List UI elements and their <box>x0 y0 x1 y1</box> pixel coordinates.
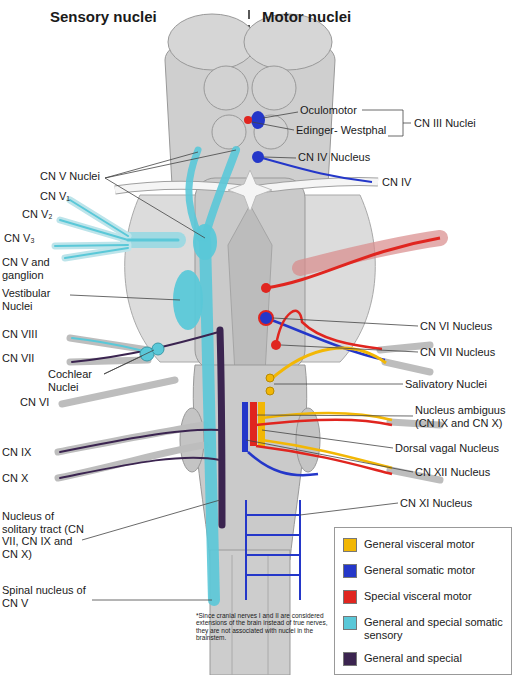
olive <box>296 408 320 472</box>
trigeminal-nerve <box>55 200 178 258</box>
vagus-glossopharyngeal-fibers <box>248 413 392 475</box>
oculomotor-nucleus <box>251 111 265 129</box>
nucleus-label: Cochlear Nuclei <box>48 368 104 393</box>
trigeminal-motor-fiber <box>266 238 440 288</box>
nerve-label: CN V and ganglion <box>2 256 72 281</box>
salivatory-nucleus <box>266 374 274 382</box>
legend-swatch <box>343 616 357 630</box>
nerve-label: CN IV <box>382 176 411 189</box>
legend-item: General somatic motor <box>343 564 505 578</box>
nerve-label: CN X <box>2 472 28 485</box>
salivatory-nucleus <box>266 387 274 395</box>
nucleus-label: CN XI Nucleus <box>400 497 472 510</box>
legend-item: Special visceral motor <box>343 590 505 604</box>
decussation <box>228 170 272 212</box>
legend-item: General visceral motor <box>343 538 505 552</box>
legend-text: General somatic motor <box>364 564 475 577</box>
legend-text: General and special <box>364 652 462 665</box>
nucleus-label: Dorsal vagal Nucleus <box>395 442 499 455</box>
nucleus-label: Nucleus of solitary tract (CN VII, CN IX… <box>2 510 84 561</box>
nerve-label: CN V₂ <box>22 208 53 221</box>
nerve-label: CN VI <box>20 396 49 409</box>
hypoglossal-nucleus <box>242 402 248 452</box>
trigeminal-motor-nucleus <box>261 283 271 293</box>
nucleus-label: Nucleus ambiguus (CN IX and CN X) <box>415 404 511 429</box>
nucleus-label: CN VI Nucleus <box>420 320 492 333</box>
legend-swatch <box>343 652 357 666</box>
legend-swatch <box>343 564 357 578</box>
nucleus-label: CN V Nuclei <box>40 170 100 183</box>
nucleus-group-label: CN III Nuclei <box>414 117 476 130</box>
edinger-westphal-nucleus <box>244 116 252 124</box>
legend-text: General visceral motor <box>364 538 475 551</box>
nerve-label: CN IX <box>2 446 31 459</box>
fourth-ventricle <box>228 205 272 392</box>
superior-colliculus <box>204 66 248 110</box>
nucleus-label: Oculomotor <box>300 104 357 117</box>
nerve-label: CN VIII <box>2 328 37 341</box>
leader-lines <box>70 110 418 600</box>
nucleus-label: CN IV Nucleus <box>298 151 370 164</box>
nucleus-label: Vestibular Nuclei <box>2 287 70 312</box>
legend-text: Special visceral motor <box>364 590 472 603</box>
facial-fiber <box>276 311 382 349</box>
column-heading: Sensory nuclei <box>50 8 157 25</box>
accessory-nucleus <box>246 500 300 600</box>
nucleus-label: Edinger- Westphal <box>296 124 386 137</box>
thalamus <box>168 14 256 70</box>
nerve-label: CN V₃ <box>4 232 35 245</box>
principal-nucleus <box>193 224 217 260</box>
inferior-colliculus <box>212 115 246 149</box>
olive <box>180 408 204 472</box>
legend-swatch <box>343 538 357 552</box>
facial-nucleus <box>271 340 281 350</box>
legend-item: General and special <box>343 652 505 666</box>
abducens-nucleus <box>259 311 273 325</box>
nucleus-label: CN VII Nucleus <box>420 346 495 359</box>
footnote: *Since cranial nerves I and II are consi… <box>196 612 330 642</box>
nucleus-label: Salivatory Nuclei <box>405 378 487 391</box>
salivatory-fiber <box>270 348 386 380</box>
nerve-label: CN VII <box>2 352 34 365</box>
legend-box <box>335 528 512 675</box>
superior-colliculus <box>252 66 296 110</box>
nerve-stubs <box>58 338 440 480</box>
nucleus-label: Spinal nucleus of CN V <box>2 584 96 609</box>
column-heading: Motor nuclei <box>262 8 351 25</box>
legend-item: General and special somatic sensory <box>343 616 505 641</box>
nucleus-label: CN XII Nucleus <box>415 466 490 479</box>
legend-swatch <box>343 590 357 604</box>
nerve-label: CN V₁ <box>40 190 70 203</box>
legend-text: General and special somatic sensory <box>364 616 505 641</box>
cochlear-nucleus <box>152 343 164 355</box>
